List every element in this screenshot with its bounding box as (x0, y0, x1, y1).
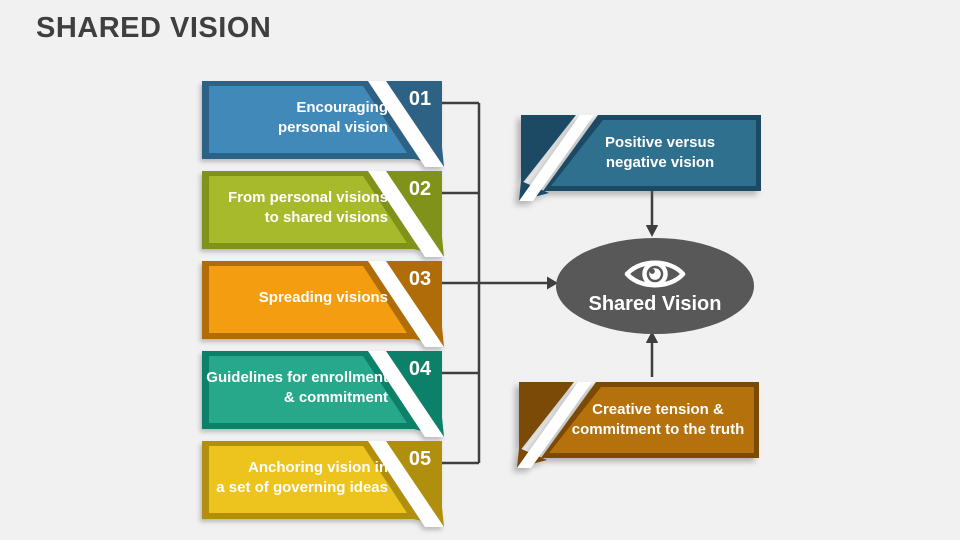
step-stripe (368, 261, 444, 347)
arrowhead-down-icon (645, 225, 659, 237)
step-label: Encouraging personal vision (277, 98, 388, 136)
step-front-shape (209, 86, 407, 153)
shared-vision-label: Shared Vision (588, 293, 722, 315)
step-03: Spreading visions 03 (202, 261, 448, 347)
note-label: Creative tension & commitment to the tru… (571, 400, 745, 438)
step-04: Guidelines for enrollment & commitment 0… (202, 351, 448, 437)
shared-vision-ellipse: Shared Vision (556, 238, 754, 334)
note-front-shape (551, 120, 756, 186)
note-corner-shape (519, 382, 574, 452)
step-02: From personal visions to shared visions … (202, 171, 448, 257)
step-front-shape (209, 446, 407, 513)
note-front-shape (549, 387, 754, 453)
step-label: From personal visions to shared visions (227, 188, 388, 226)
step-label: Spreading visions (258, 288, 388, 306)
step-stripe (368, 441, 444, 527)
step-front-shape (209, 266, 407, 333)
step-stripe (368, 351, 444, 437)
step-01: Encouraging personal vision 01 (202, 81, 448, 167)
note-corner-shape (521, 115, 576, 185)
arrowhead-up-icon (645, 331, 659, 343)
step-number: 01 (408, 88, 432, 110)
note-positive-negative: Positive versus negative vision (517, 115, 761, 201)
step-front-shape (209, 176, 407, 243)
step-stripe (368, 171, 444, 257)
step-label: Guidelines for enrollment & commitment (206, 368, 388, 406)
step-front-shape (209, 356, 407, 423)
arrowhead-right-icon (547, 276, 558, 290)
step-number: 04 (408, 358, 432, 380)
note-label: Positive versus negative vision (604, 133, 716, 171)
step-number: 03 (408, 268, 432, 290)
note-stripe (519, 115, 594, 201)
step-stripe (368, 81, 444, 167)
page-title: SHARED VISION (36, 12, 272, 44)
note-creative-tension: Creative tension & commitment to the tru… (515, 382, 759, 468)
note-stripe (517, 382, 592, 468)
step-number: 05 (408, 448, 432, 470)
eye-icon (624, 260, 686, 288)
step-label: Anchoring vision in a set of governing i… (216, 458, 388, 496)
connector-path (436, 101, 654, 465)
step-05: Anchoring vision in a set of governing i… (202, 441, 448, 527)
step-number: 02 (408, 178, 432, 200)
